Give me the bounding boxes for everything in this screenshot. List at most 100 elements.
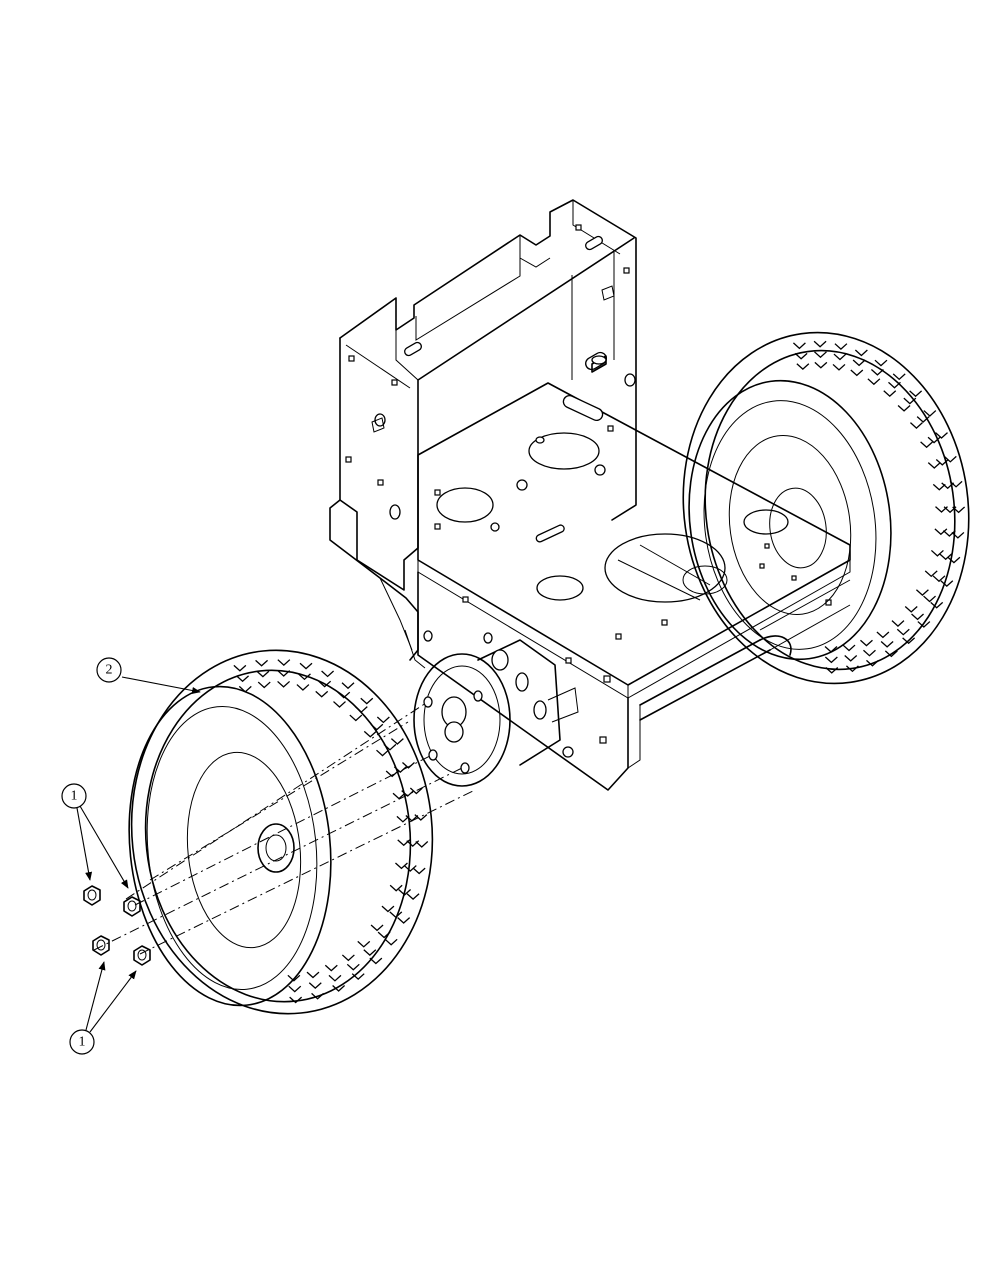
tire-tread-mark [832,363,846,371]
tire-tread-mark [315,690,329,698]
tire-tread-mark [941,482,955,490]
tire-tread-mark [337,691,351,699]
tire-tread-mark [385,770,399,778]
tire-tread-mark [825,667,839,674]
tire-tread-mark [814,361,828,369]
tire-tread-mark [257,681,271,689]
tire-tread-mark [346,963,360,971]
tire-tread-mark [363,949,377,957]
tire-tread-mark [824,645,838,653]
tire-tread-mark [349,714,363,722]
tire-tread-mark [277,670,291,677]
tire-tread-mark [896,628,910,636]
tire-tread-mark [288,985,302,993]
tire-tread-mark [904,605,918,613]
tire-tread-mark [311,992,325,1000]
frame-chassis [329,199,851,791]
callout-label-nuts-lower: 1 [79,1035,86,1050]
tire-tread-mark [910,422,923,429]
tire-tread-mark [383,743,397,751]
tire-tread-mark [402,762,415,769]
tire-tread-mark [943,455,957,463]
callout-label-wheel: 2 [106,663,113,678]
tire-tread-mark [238,685,252,693]
tire-tread-mark [381,905,395,913]
tire-tread-mark [876,631,890,639]
tire-tread-mark [860,639,873,647]
tire-tread-mark [923,595,936,603]
tire-tread-mark [233,664,247,672]
tire-tread-mark [949,480,963,488]
tire-tread-mark [370,723,384,731]
tire-tread-mark [870,369,884,376]
tire-tread-mark [376,716,390,724]
tire-tread-mark [911,613,924,621]
tire-tread-mark [321,670,335,678]
tire-tread-mark [397,839,411,847]
tire-tread-mark [298,673,311,681]
tire-tread-mark [389,911,403,919]
tire-tread-mark [318,680,332,688]
tire-tread-mark [930,601,944,609]
tire-tread-mark [833,353,847,361]
front-wheel [128,649,434,1015]
tire-tread-mark [308,982,322,990]
tire-tread-mark [360,697,374,705]
tire-tread-mark [920,441,934,449]
tire-tread-mark [842,644,856,652]
tire-tread-mark [917,621,931,628]
tire-tread-mark [398,889,412,896]
tire-tread-mark [332,985,346,992]
tire-tread-mark [852,359,866,367]
rear-wheel [682,331,970,685]
tire-tread-mark [351,973,365,980]
callout-circle [61,783,87,809]
callout-wheel: 2 [96,657,201,694]
tire-tread-mark [296,684,310,691]
tire-tread-mark [854,349,868,357]
tire-tread-mark [306,971,320,979]
tire-tread-mark [328,974,342,982]
tire-tread-mark [935,459,949,466]
callout-nuts-upper: 1 [61,783,129,889]
callout-circle [96,657,122,683]
tire-tread-mark [363,730,377,738]
tire-tread-mark [927,436,941,444]
tire-tread-mark [866,659,879,667]
tire-tread-mark [927,462,941,469]
tire-tread-mark [255,659,269,667]
tire-tread-mark [932,483,946,491]
tire-tread-mark [389,884,403,892]
tire-tread-mark [883,390,897,398]
tire-tread-mark [403,865,417,872]
tire-tread-mark [951,531,965,539]
tire-tread-mark [369,957,383,965]
tire-tread-mark [824,656,838,664]
tire-tread-mark [792,342,806,350]
tire-tread-mark [406,893,420,900]
tire-tread-mark [916,416,930,423]
tire-tread-mark [341,682,355,690]
tire-tread-mark [940,580,954,588]
tire-tread-mark [392,792,406,800]
tire-tread-mark [863,649,876,657]
tire-tread-mark [377,931,391,939]
tire-tread-mark [902,637,916,645]
tire-tread-mark [909,390,923,398]
tire-tread-mark [384,938,398,946]
tire-tread-mark [390,738,404,745]
tire-tread-mark [277,659,291,666]
tire-tread-mark [935,432,948,439]
tire-tread-mark [947,556,961,564]
tire-tread-mark [341,954,355,962]
wheel-hub-coupler [413,639,579,787]
tire-tread-mark [935,506,948,513]
tire-tread-mark [287,974,301,982]
tire-tread-mark [934,528,948,536]
tire-tread-mark [932,575,946,583]
tire-tread-mark [888,381,901,389]
assembly-center-lines [93,702,476,955]
tire-tread-mark [891,620,905,627]
tire-tread-mark [880,640,894,648]
